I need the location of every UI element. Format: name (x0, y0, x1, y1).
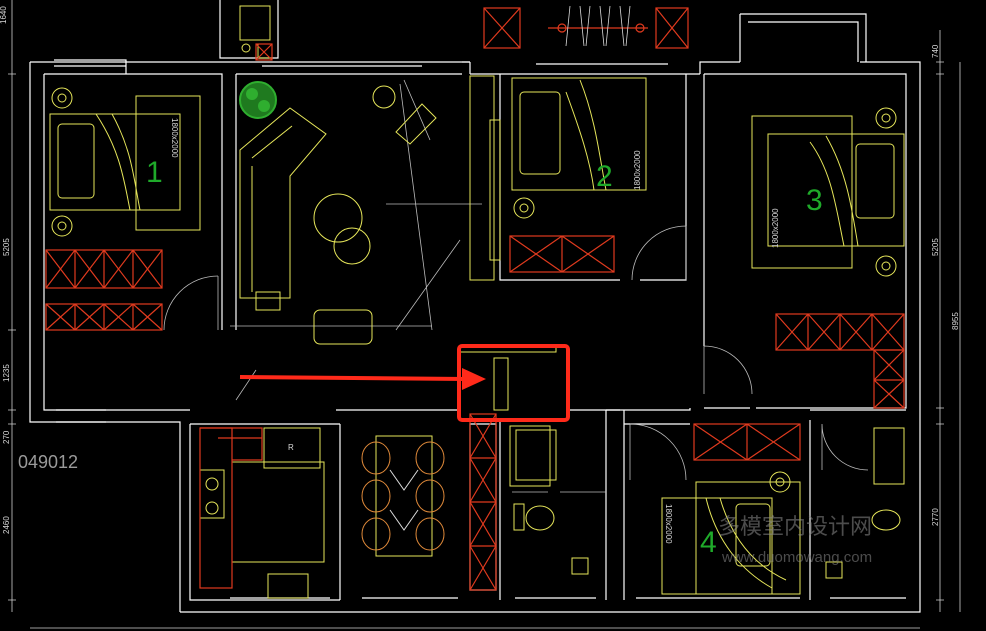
dim-left-2: 5205 (2, 238, 11, 256)
dim-left-4: 270 (2, 430, 11, 444)
plan-code: 049012 (18, 452, 78, 472)
room-number-4: 4 (700, 526, 717, 559)
watermark-url: www.duomowang.com (721, 549, 872, 566)
room-number-2: 2 (596, 160, 613, 193)
room-number-1: 1 (146, 156, 163, 189)
dim-left-5: 2460 (2, 516, 11, 534)
dim-right-1: 740 (931, 44, 940, 58)
bed-label-1: 1800x2000 (170, 118, 179, 158)
dim-right-4: 2770 (931, 508, 940, 526)
dim-right-2: 5205 (931, 238, 940, 256)
highlight-annotation (239, 344, 570, 422)
bed-label-2: 1800x2000 (633, 150, 642, 190)
room-numbers: 1 2 3 4 (146, 156, 823, 559)
hangers (565, 5, 631, 47)
highlight-box (457, 344, 570, 422)
watermark: 多模室内设计网 www.duomowang.com (718, 514, 872, 566)
bed-label-3: 1800x2000 (771, 208, 780, 248)
fridge-label: R (288, 443, 294, 452)
dim-left-1: 1640 (0, 6, 8, 24)
bed-label-4: 1800x2000 (664, 504, 673, 544)
furniture (49, 5, 905, 599)
dim-left-3: 1235 (2, 364, 11, 382)
plant-icon (239, 81, 277, 119)
dimension-lines (8, 0, 961, 629)
dimension-labels: 1640 5205 1235 270 2460 740 5205 8955 27… (0, 6, 960, 534)
cabinets (45, 7, 905, 591)
watermark-text: 多模室内设计网 (718, 514, 872, 539)
bed-labels: 1800x2000 1800x2000 1800x2000 1800x2000 … (170, 118, 780, 544)
dim-right-3: 8955 (951, 312, 960, 330)
room-number-3: 3 (806, 184, 823, 217)
